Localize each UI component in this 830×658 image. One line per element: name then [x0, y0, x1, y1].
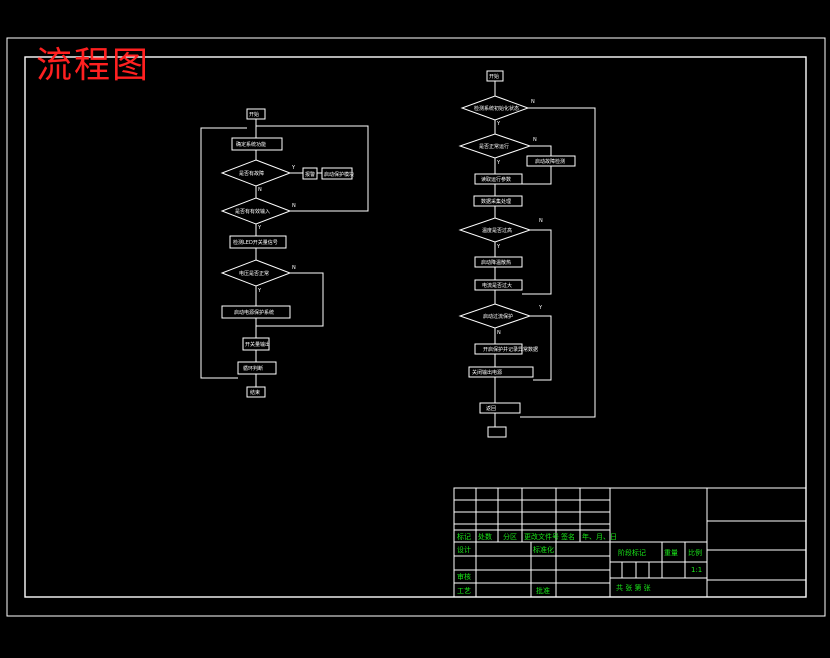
left-step-label: 电压是否正常	[239, 271, 270, 277]
right-step-label: 启动故障检测	[535, 159, 566, 165]
left-process-5	[237, 361, 277, 375]
left-branch-label: Y	[258, 225, 262, 231]
left-branch-label: Y	[258, 288, 262, 294]
right-step-label: 开启保护并记录异常数据	[483, 347, 539, 353]
tb-header-date: 年、月、日	[582, 533, 617, 541]
right-process-1	[474, 173, 523, 185]
left-step-label: 启动保护模块	[324, 172, 355, 178]
left-protect-box	[321, 167, 353, 180]
left-step-label: 报警	[305, 172, 316, 178]
tb-header-mark: 标记	[457, 533, 471, 541]
right-branch-label: N	[497, 330, 501, 336]
left-step-label: 开关量输出	[245, 342, 271, 348]
right-step-label: 返回	[486, 406, 497, 412]
left-branch-label: N	[292, 265, 296, 271]
tb-design: 设计	[457, 546, 471, 554]
right-branch-label: Y	[497, 121, 501, 127]
right-step-label: 启动降温散热	[481, 260, 512, 266]
right-branch-label: Y	[539, 305, 543, 311]
right-process-6	[468, 366, 534, 378]
tb-sheets: 共 张 第 张	[616, 584, 651, 592]
right-process-4	[474, 279, 523, 291]
right-step-label: 是否正常运行	[479, 144, 510, 150]
right-branch-label: N	[531, 99, 535, 105]
tb-weight: 重量	[664, 549, 678, 557]
tb-header-docno: 更改文件号	[524, 533, 559, 541]
right-step-label: 数据采集处理	[481, 199, 512, 205]
left-branch-label: Y	[292, 165, 296, 171]
left-process-2	[229, 235, 287, 249]
left-flowchart	[200, 108, 369, 398]
right-end-node	[487, 426, 507, 438]
right-process-2	[473, 195, 523, 207]
right-flowchart	[458, 70, 596, 438]
right-branch-label: N	[533, 137, 537, 143]
left-step-label: 是否有有效输入	[235, 209, 271, 215]
right-branch-label: Y	[497, 160, 501, 166]
left-step-label: 确定系统功能	[236, 142, 267, 148]
right-branch-label: Y	[497, 244, 501, 250]
left-step-label: 是否有故障	[239, 171, 265, 177]
left-end-label: 结束	[250, 390, 261, 396]
left-start-label: 开始	[249, 112, 260, 118]
right-start-label: 开始	[489, 74, 500, 80]
tb-standardization: 标准化	[533, 546, 554, 554]
tb-header-count: 处数	[478, 533, 492, 541]
left-branch-label: N	[292, 203, 296, 209]
right-step-label: 关闭输出电源	[472, 370, 503, 376]
right-step-label: 电流是否过大	[482, 283, 513, 289]
tb-header-sign: 签名	[561, 533, 575, 541]
left-step-label: 检测LED开关量信号	[233, 240, 278, 246]
left-end-node	[246, 386, 266, 398]
tb-approve: 批准	[536, 587, 550, 595]
tb-scale-value: 1:1	[691, 566, 703, 574]
inner-border	[24, 56, 807, 598]
tb-stage-mark: 阶段标记	[618, 549, 646, 557]
left-step-label: 启动电源保护系统	[234, 310, 275, 316]
tb-header-zone: 分区	[503, 533, 517, 541]
right-process-7	[479, 402, 521, 414]
right-step-label: 读取运行参数	[481, 177, 512, 183]
right-branch-label: N	[539, 218, 543, 224]
tb-review: 审核	[457, 573, 471, 581]
left-step-label: 循环判断	[243, 366, 264, 372]
right-step-label: 温度是否过高	[482, 228, 513, 234]
tb-scale-label: 比例	[688, 549, 702, 557]
drawing-title: 流程图	[36, 45, 151, 86]
right-process-3	[474, 256, 523, 268]
outer-border	[6, 37, 826, 617]
left-process-1	[231, 137, 283, 151]
title-block	[453, 487, 807, 598]
right-step-label: 检测系统初始化状态	[474, 106, 520, 112]
left-branch-label: N	[258, 187, 262, 193]
right-step-label: 启动过流保护	[483, 314, 514, 320]
right-process-5	[474, 343, 523, 355]
tb-process: 工艺	[457, 587, 471, 595]
